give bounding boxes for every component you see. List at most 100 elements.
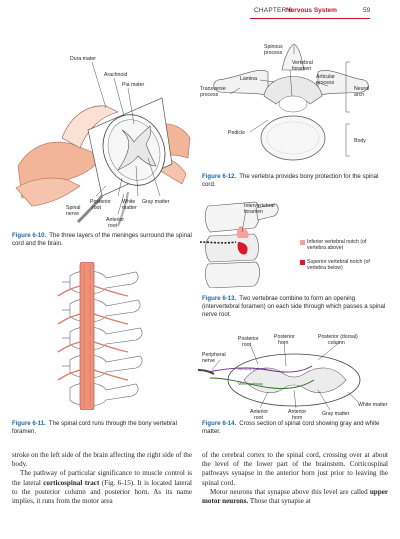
label-transverse-1: Transverse (200, 86, 226, 92)
vertebral-foramen-shape (278, 95, 308, 113)
sensory-pathway-line (207, 365, 313, 373)
label-articular-1: Articular (316, 74, 335, 80)
figure-number: Figure 6-10. (12, 232, 47, 239)
caption-text: The spinal cord runs through the bony ve… (12, 420, 177, 435)
label-motor-pathway: Motor pathway (238, 382, 263, 386)
disc-shape (205, 233, 259, 263)
term-upper-motor-neurons: upper motor neurons. (202, 487, 388, 506)
legend-swatch-inferior (300, 240, 305, 245)
figure-6-14-illustration: Posterior root Posterior horn Posterior … (198, 334, 388, 420)
figure-6-13-illustration: Intervertebral foramen (200, 201, 279, 288)
label-posterior-column-1: Posterior (dorsal) (318, 334, 358, 340)
label-spinal-nerve-2: nerve (66, 211, 79, 217)
left-hand-finger-shape (15, 177, 81, 207)
label-anterior-root-1: Anterior (106, 217, 124, 223)
figure-number: Figure 6-11. (12, 420, 46, 427)
legend-swatch-superior (300, 260, 305, 265)
label-posterior-root-1: Posterior (90, 199, 111, 205)
legend-text-inferior: Inferior vertebral notch (of vertebra ab… (307, 239, 367, 252)
peripheral-nerve-shape (198, 369, 215, 375)
label-pedicle: Pedicle (228, 130, 245, 136)
figure-6-13-caption: Figure 6-13.Two vertebrae combine to for… (202, 295, 388, 318)
lower-vertebra-shape (204, 261, 260, 288)
figure-6-14-caption: Figure 6-14.Cross section of spinal cord… (202, 420, 388, 436)
transverse-process-right (317, 70, 369, 97)
paragraph-4-text-a: Motor neurons that synapse above this le… (210, 487, 370, 496)
label-lamina: Lamina (240, 76, 257, 82)
paragraph-4: Motor neurons that synapse above this le… (202, 488, 388, 506)
dura-flap-shape (61, 105, 119, 149)
nerve-root-shape (200, 241, 237, 244)
label-arachnoid: Arachnoid (104, 72, 127, 78)
vertebral-column-group (62, 270, 143, 407)
paragraph-2-text-b: (Fig. 6-15). It is located lateral to th… (12, 478, 192, 506)
label-anterior-horn-1: Anterior (288, 409, 306, 415)
term-corticospinal-tract: corticospinal tract (43, 478, 100, 487)
label-dura-mater: Dura mater (70, 56, 96, 62)
label-posterior-horn-1: Posterior (274, 334, 295, 340)
upper-vertebra-shape (204, 201, 260, 233)
caption-text: The three layers of the meninges surroun… (12, 232, 192, 247)
transverse-process-left (213, 70, 269, 97)
header-rule (250, 18, 370, 19)
label-posterior-root-2: root (242, 342, 251, 348)
label-vertebral-foramen-2: foramen (292, 66, 311, 72)
label-anterior-root-2: root (254, 415, 263, 420)
label-white-matter-1: White (122, 199, 135, 205)
paragraph-1: stroke on the left side of the brain aff… (12, 451, 192, 469)
superior-notch-shape (237, 242, 248, 255)
page-number: 59 (363, 7, 371, 14)
body-column-right: of the cerebral cortex to the spinal cor… (202, 451, 388, 506)
label-spinous-1: Spinous (264, 44, 283, 50)
caption-text: Two vertebrae combine to form an opening… (202, 295, 386, 318)
label-anterior-root-2: root (108, 223, 117, 229)
label-body: Body (354, 138, 366, 144)
figure-number: Figure 6-14. (202, 420, 237, 427)
figure-6-12-caption: Figure 6-12.The vertebra provides bony p… (202, 173, 388, 189)
label-posterior-horn-2: horn (278, 340, 288, 346)
label-neural-arch-2: arch (354, 92, 364, 98)
paragraph-4-text-b: Those that synapse at (248, 497, 311, 506)
label-posterior-root-1: Posterior (238, 336, 259, 342)
label-transverse-2: process (200, 92, 219, 98)
paragraph-2-text-a: The pathway of particular significance t… (12, 469, 192, 487)
spinal-nerve-shape (76, 195, 104, 224)
figure-6-10-illustration: Dura mater Arachnoid Pia mater Posterior… (15, 56, 191, 229)
figure-6-12-illustration: Spinous process Vertebral foramen Lamina… (200, 43, 369, 161)
label-anterior-horn-2: horn (292, 415, 302, 420)
vertebral-body-shape (260, 115, 326, 161)
label-gray-matter: Gray matter (322, 411, 350, 417)
paragraph-2: The pathway of particular significance t… (12, 469, 192, 506)
label-sensory-pathway: Sensory pathway (238, 367, 267, 371)
chapter-number: CHAPTER 6 (254, 7, 293, 14)
body-column-left: stroke on the left side of the brain aff… (12, 451, 192, 506)
inferior-notch-shape (236, 226, 249, 238)
label-neural-arch-1: Neural (354, 86, 369, 92)
label-articular-2: process (316, 80, 335, 86)
label-peripheral-nerve-1: Peripheral (202, 352, 226, 358)
label-posterior-root-2: root (92, 205, 101, 211)
paragraph-3: of the cerebral cortex to the spinal cor… (202, 451, 388, 487)
motor-pathway-line (209, 377, 315, 389)
label-spinal-nerve-1: Spinal (66, 205, 80, 211)
caption-text: The vertebra provides bony protection fo… (202, 173, 379, 188)
figure-6-10-caption: Figure 6-10.The three layers of the meni… (12, 232, 192, 248)
label-gray-matter: Gray matter (142, 199, 170, 205)
label-vertebral-foramen-1: Vertebral (292, 60, 313, 66)
running-header: CHAPTER 6 Nervous System 59 (0, 0, 400, 20)
spinous-process-shape (281, 43, 305, 71)
label-white-matter: White matter (358, 402, 388, 408)
label-anterior-root-1: Anterior (250, 409, 268, 415)
chapter-title: Nervous System (286, 7, 337, 14)
label-white-matter-2: matter (122, 205, 137, 211)
legend-text-superior: Superior vertebral notch (of vertebra be… (307, 259, 370, 272)
figure-6-11-illustration (57, 262, 143, 410)
label-spinous-2: process (264, 50, 283, 56)
spinal-cord-shape (79, 262, 95, 410)
caption-text: Cross section of spinal cord showing gra… (202, 420, 380, 435)
label-intervertebral-2: foramen (244, 209, 263, 215)
label-pia-mater: Pia mater (122, 82, 144, 88)
figure-number: Figure 6-12. (202, 173, 237, 180)
label-posterior-column-2: column (328, 340, 345, 346)
label-intervertebral-1: Intervertebral (244, 203, 275, 209)
